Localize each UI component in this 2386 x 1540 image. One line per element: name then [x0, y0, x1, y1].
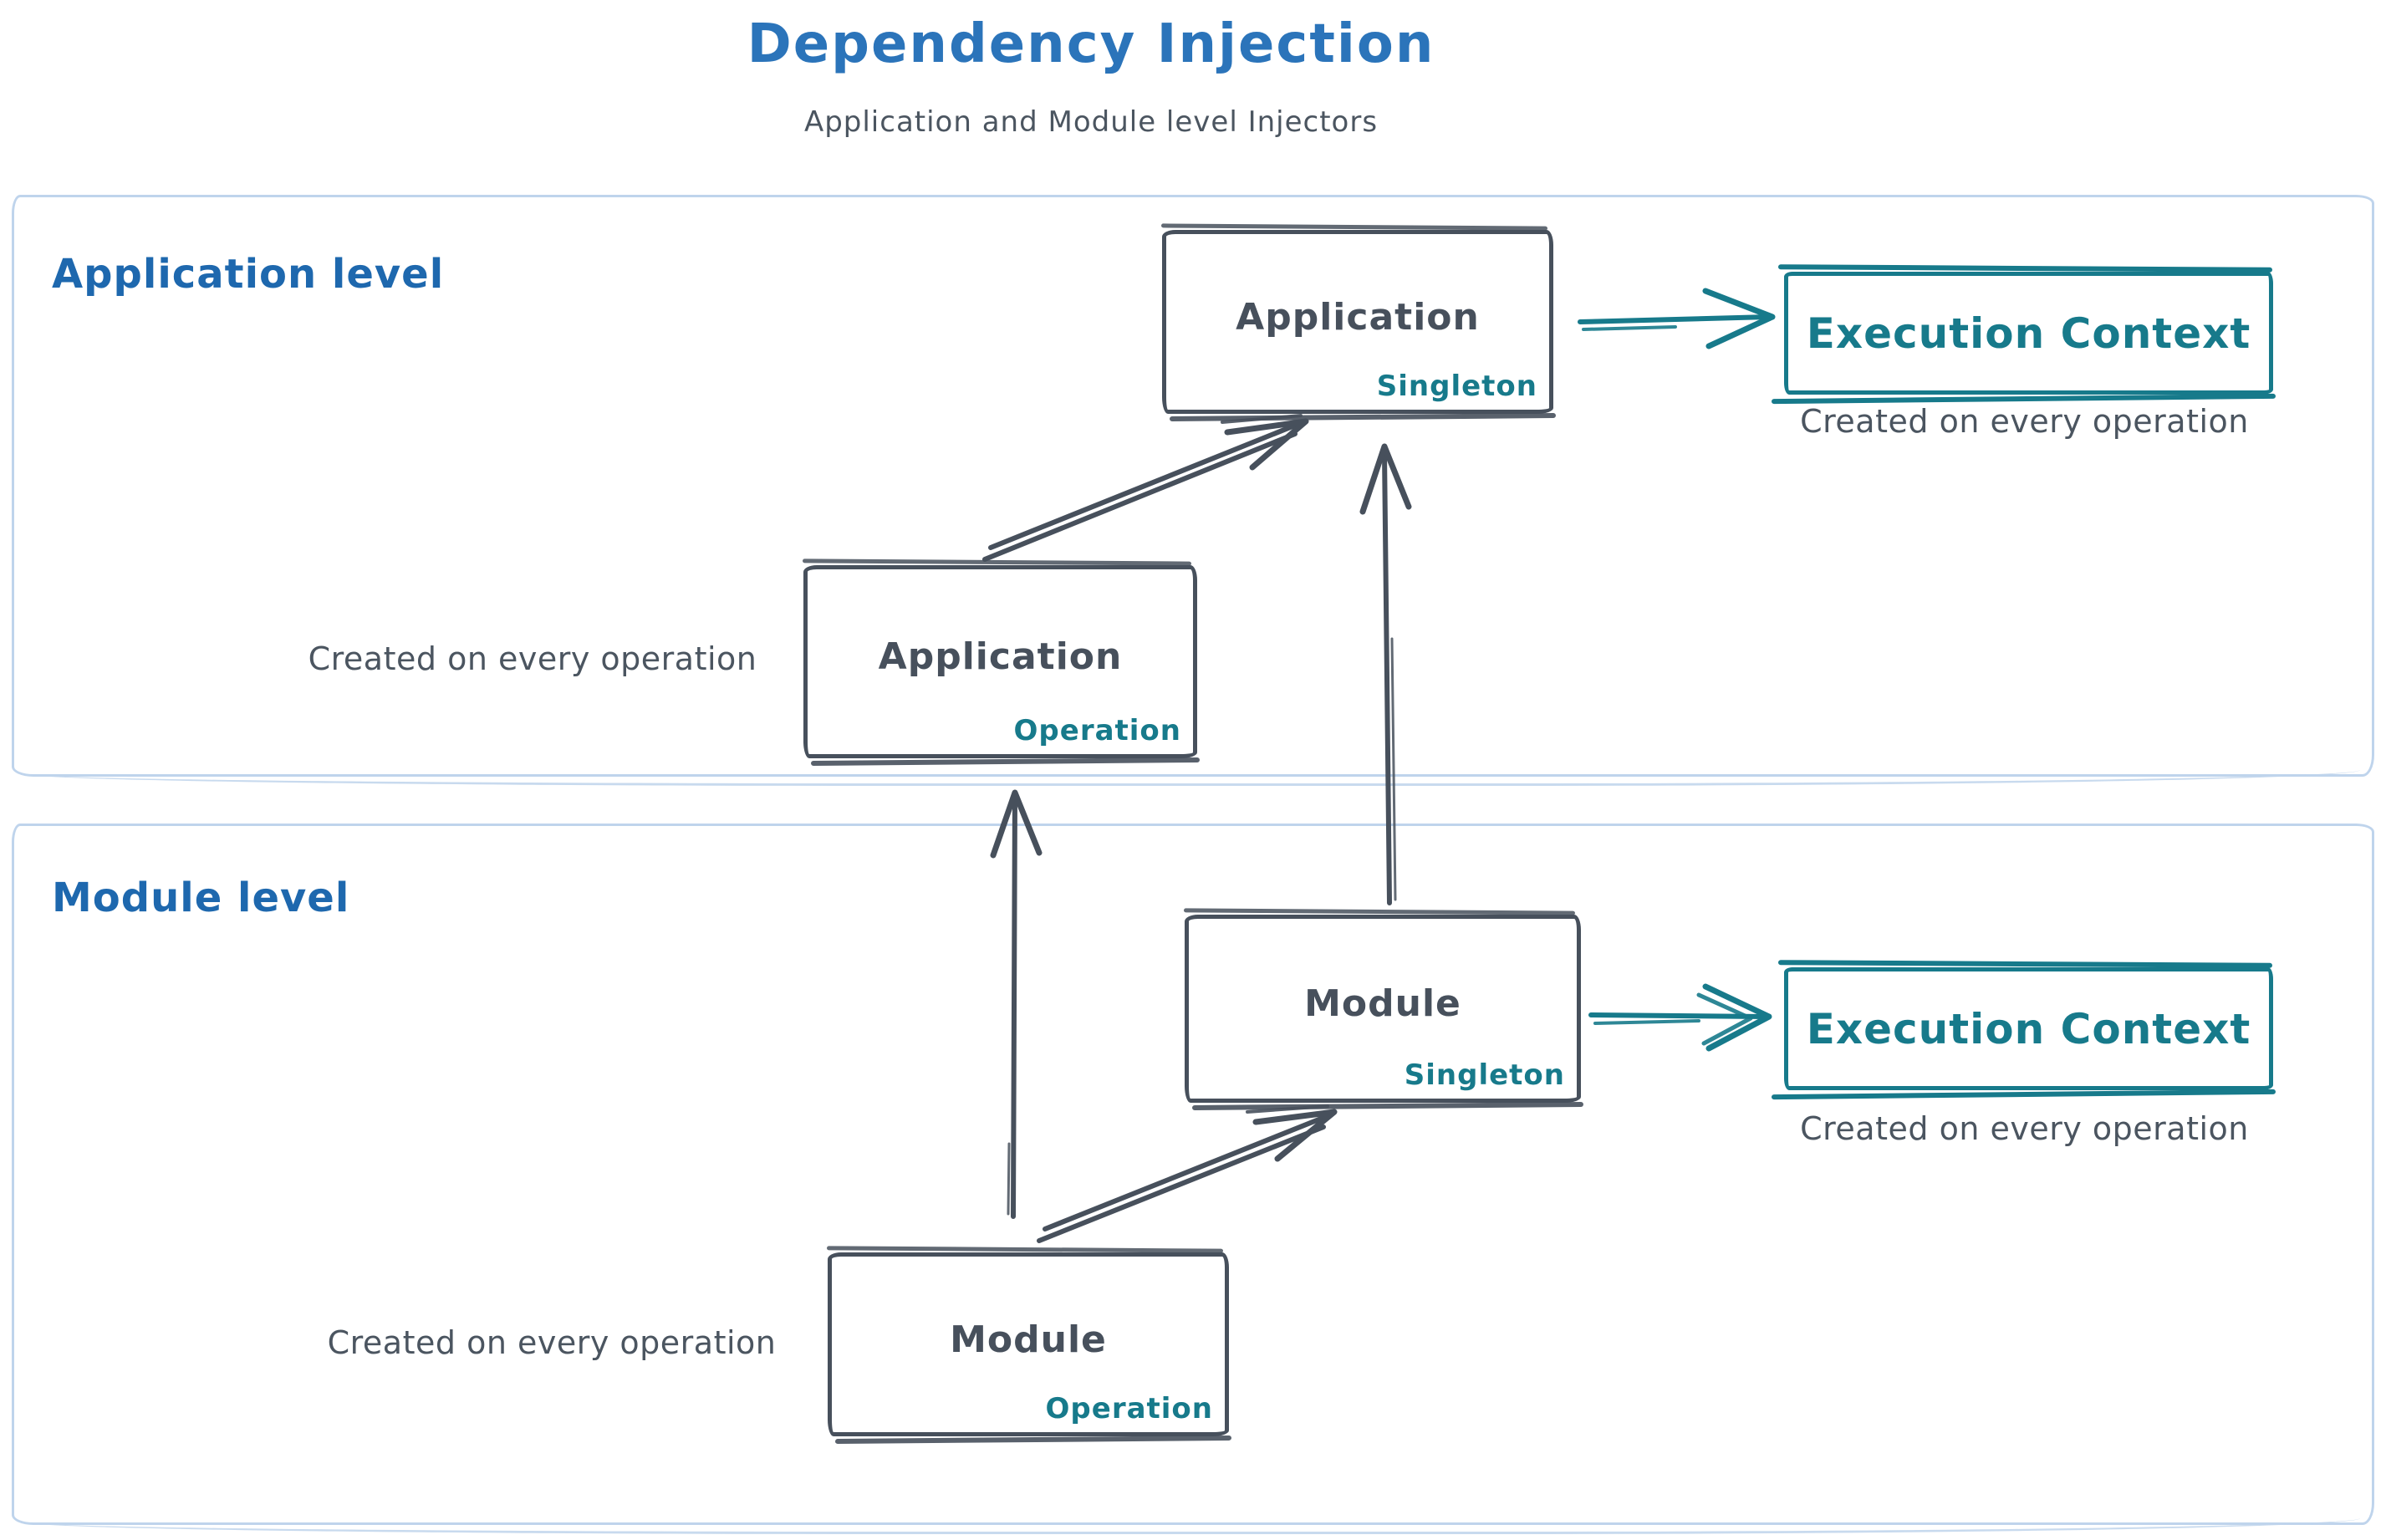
caption-application-operation: Created on every operation [308, 640, 757, 677]
node-module-singleton: Module Singleton [1185, 915, 1581, 1103]
caption-execution-context-application: Created on every operation [1800, 403, 2249, 440]
node-application-operation-label: Application [878, 635, 1123, 678]
node-module-operation-sublabel: Operation [1045, 1392, 1213, 1425]
application-level-container [12, 195, 2374, 786]
module-level-label: Module level [52, 875, 350, 921]
application-level-label: Application level [52, 251, 445, 298]
page-subtitle: Application and Module level Injectors [803, 105, 1379, 139]
node-application-operation-sublabel: Operation [1013, 714, 1181, 747]
caption-execution-context-module: Created on every operation [1800, 1110, 2249, 1147]
node-application-singleton-sublabel: Singleton [1376, 370, 1537, 403]
node-application-singleton: Application Singleton [1162, 230, 1553, 414]
module-level-container [12, 824, 2374, 1534]
node-module-singleton-sublabel: Singleton [1404, 1058, 1565, 1092]
node-module-operation-label: Module [950, 1318, 1107, 1361]
node-module-operation: Module Operation [828, 1252, 1229, 1436]
caption-module-operation: Created on every operation [327, 1324, 777, 1361]
node-application-operation: Application Operation [803, 565, 1197, 758]
page-title: Dependency Injection [747, 13, 1435, 75]
node-module-singleton-label: Module [1304, 982, 1461, 1025]
execution-context-module-label: Execution Context [1806, 1004, 2251, 1053]
execution-context-application: Execution Context [1784, 272, 2273, 395]
execution-context-application-label: Execution Context [1806, 309, 2251, 358]
execution-context-module: Execution Context [1784, 967, 2273, 1090]
node-application-singleton-label: Application [1236, 295, 1480, 339]
